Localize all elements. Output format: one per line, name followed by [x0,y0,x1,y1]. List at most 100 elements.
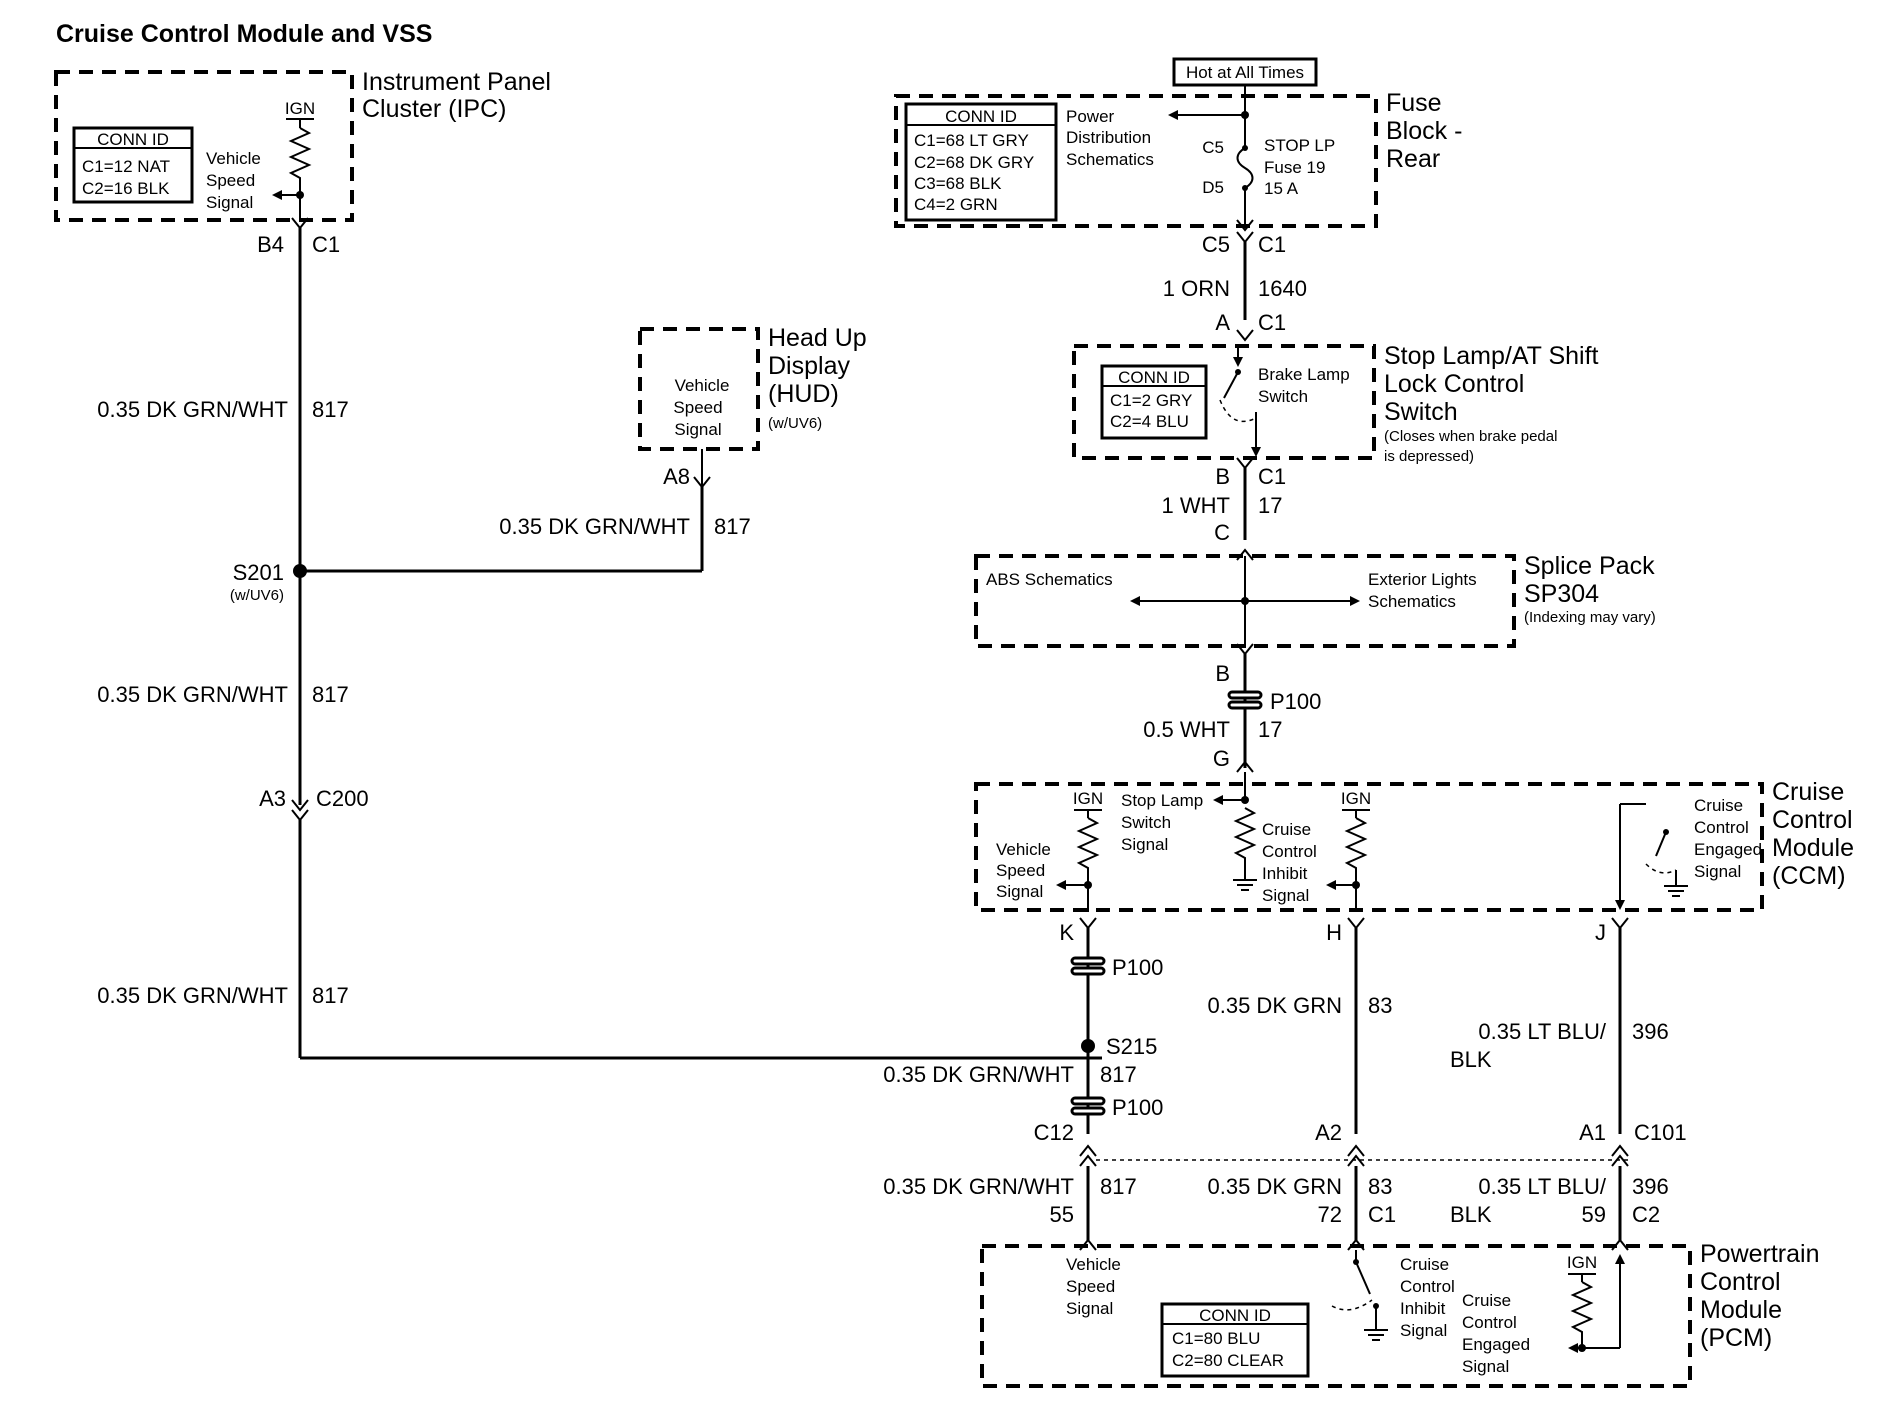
fuse-label-line1: STOP LP [1264,136,1335,155]
ipc-ign: IGN [285,99,315,118]
wire-orn-circuit: 1640 [1258,276,1307,301]
hud-name-line2: Display [768,352,850,380]
ccm-sls-line3: Signal [1121,835,1168,854]
pcm-name-line1: Powertrain [1700,1240,1820,1268]
pcm-cci-line4: Signal [1400,1321,1447,1340]
pcm-cci-line2: Control [1400,1277,1455,1296]
pcm-ign: IGN [1567,1253,1597,1272]
fuse-block-name-line1: Fuse [1386,89,1442,117]
cruise-control-module: Cruise Control Module (CCM) IGN Vehicle … [974,772,1854,945]
stop-switch-name-line1: Stop Lamp/AT Shift [1384,342,1599,370]
pcm-w396-pin: 59 [1582,1202,1606,1227]
ccm-pin-k: K [1059,920,1074,945]
ccm-vss-line3: Signal [996,882,1043,901]
hot-at-all-times: Hot at All Times [1186,63,1304,82]
fuse-block-rear: Hot at All Times Fuse Block - Rear CONN … [894,57,1462,257]
c101-pin-c12: C12 [1034,1120,1074,1145]
ccm-ign2: IGN [1341,789,1371,808]
stop-switch-name-line2: Lock Control [1384,370,1524,398]
s215-label: S215 [1106,1034,1157,1059]
pcm-cci-line3: Inhibit [1400,1299,1446,1318]
ccm-cce-line3: Engaged [1694,840,1762,859]
fuse-label-line3: 15 A [1264,179,1299,198]
pcm-cce-line2: Control [1462,1313,1517,1332]
hud-name-line1: Head Up [768,324,867,352]
c101-connector: C12 A2 A1 C101 [1034,1120,1687,1167]
pcm-name-line4: (PCM) [1700,1324,1772,1352]
c200-pin: A3 [259,786,286,811]
wire-wht1-circuit: 17 [1258,493,1282,518]
wire-orn-color: 1 ORN [1163,276,1230,301]
pds-line2: Distribution [1066,128,1151,147]
wire-wht05-circuit: 17 [1258,717,1282,742]
pcm-w396-conn: C2 [1632,1202,1660,1227]
brake-switch-blade [1223,371,1239,399]
wire-wht05-color: 0.5 WHT [1143,717,1230,742]
ccm-sls-line1: Stop Lamp [1121,791,1203,810]
ccm-pin-h: H [1326,920,1342,945]
ipc-name-line2: Cluster (IPC) [362,95,506,123]
s201-sub: (w/UV6) [230,587,284,604]
pcm-w396-color-line1: 0.35 LT BLU/ [1478,1174,1606,1199]
splice-left-label: ABS Schematics [986,570,1113,589]
ccm-cci-line1: Cruise [1262,820,1311,839]
ipc-signal-line1: Vehicle [206,149,261,168]
stop-switch-note-line1: (Closes when brake pedal [1384,428,1557,445]
wire-817b-circuit: 817 [1100,1062,1137,1087]
p100-connector-mid: P100 [1070,955,1163,980]
fuse-block-name-line2: Block - [1386,117,1462,145]
c101-conn: C101 [1634,1120,1687,1145]
ccm-cci-line2: Control [1262,842,1317,861]
pcm-cci-line1: Cruise [1400,1255,1449,1274]
p100-connector-top: P100 [1227,689,1321,714]
fuse-conn-c1: C1=68 LT GRY [914,131,1029,150]
splice-pack-sp304: ABS Schematics Exterior Lights Schematic… [974,548,1656,686]
wire-396-color-line1: 0.35 LT BLU/ [1478,1019,1606,1044]
fuse-d5: D5 [1202,178,1224,197]
stop-conn-c2: C2=4 BLU [1110,412,1189,431]
pcm-w817-color: 0.35 DK GRN/WHT [883,1174,1074,1199]
wire-817-seg2-color: 0.35 DK GRN/WHT [97,682,288,707]
ipc-conn-c2: C2=16 BLK [82,179,170,198]
hud-signal-line2: Speed [673,398,722,417]
pcm-w396-circuit: 396 [1632,1174,1669,1199]
stop-lamp-switch: A C1 Stop Lamp/AT Shift Lock Control Swi… [1072,310,1599,489]
wire-83-color: 0.35 DK GRN [1208,993,1343,1018]
stop-switch-name-line3: Switch [1384,398,1458,426]
stop-switch-top-conn: C1 [1258,310,1286,335]
wire-817-seg1-circuit: 817 [312,397,349,422]
ccm-cce-line4: Signal [1694,862,1741,881]
wire-wht05-pin: G [1213,746,1230,771]
wire-817-seg4-circuit: 817 [312,983,349,1008]
pds-line3: Schematics [1066,150,1154,169]
pcm-name-line2: Control [1700,1268,1781,1296]
ccm-name-line4: (CCM) [1772,862,1846,890]
pcm-conn-c2: C2=80 CLEAR [1172,1351,1284,1370]
ccm-ign1: IGN [1073,789,1103,808]
ccm-cce-line1: Cruise [1694,796,1743,815]
ipc-conn-header: CONN ID [97,130,169,149]
p100-mid-label: P100 [1112,955,1163,980]
ipc-signal-line2: Speed [206,171,255,190]
wire-wht1-color: 1 WHT [1162,493,1230,518]
wire-817-seg4-color: 0.35 DK GRN/WHT [97,983,288,1008]
splice-right-line1: Exterior Lights [1368,570,1477,589]
ipc-signal-line3: Signal [206,193,253,212]
fuse-label-line2: Fuse 19 [1264,158,1325,177]
stop-switch-note-line2: is depressed) [1384,448,1474,465]
hud-signal-line1: Vehicle [675,376,730,395]
pcm-conn-header: CONN ID [1199,1306,1271,1325]
hud-signal-line3: Signal [674,420,721,439]
fuse-conn-header: CONN ID [945,107,1017,126]
wire-396-color-line2: BLK [1450,1047,1492,1072]
p100-top-label: P100 [1270,689,1321,714]
ipc-name-line1: Instrument Panel [362,68,551,96]
hud-module: Head Up Display (HUD) (w/UV6) Vehicle Sp… [499,324,866,539]
c101-pin-a2: A2 [1315,1120,1342,1145]
fuse-c5: C5 [1202,138,1224,157]
ccm-pin-j: J [1595,920,1606,945]
p100-connector-bot: P100 [1070,1095,1163,1120]
fuse-conn-c3: C3=68 BLK [914,174,1002,193]
ccm-name-line3: Module [1772,834,1854,862]
wire-396-circuit: 396 [1632,1019,1669,1044]
